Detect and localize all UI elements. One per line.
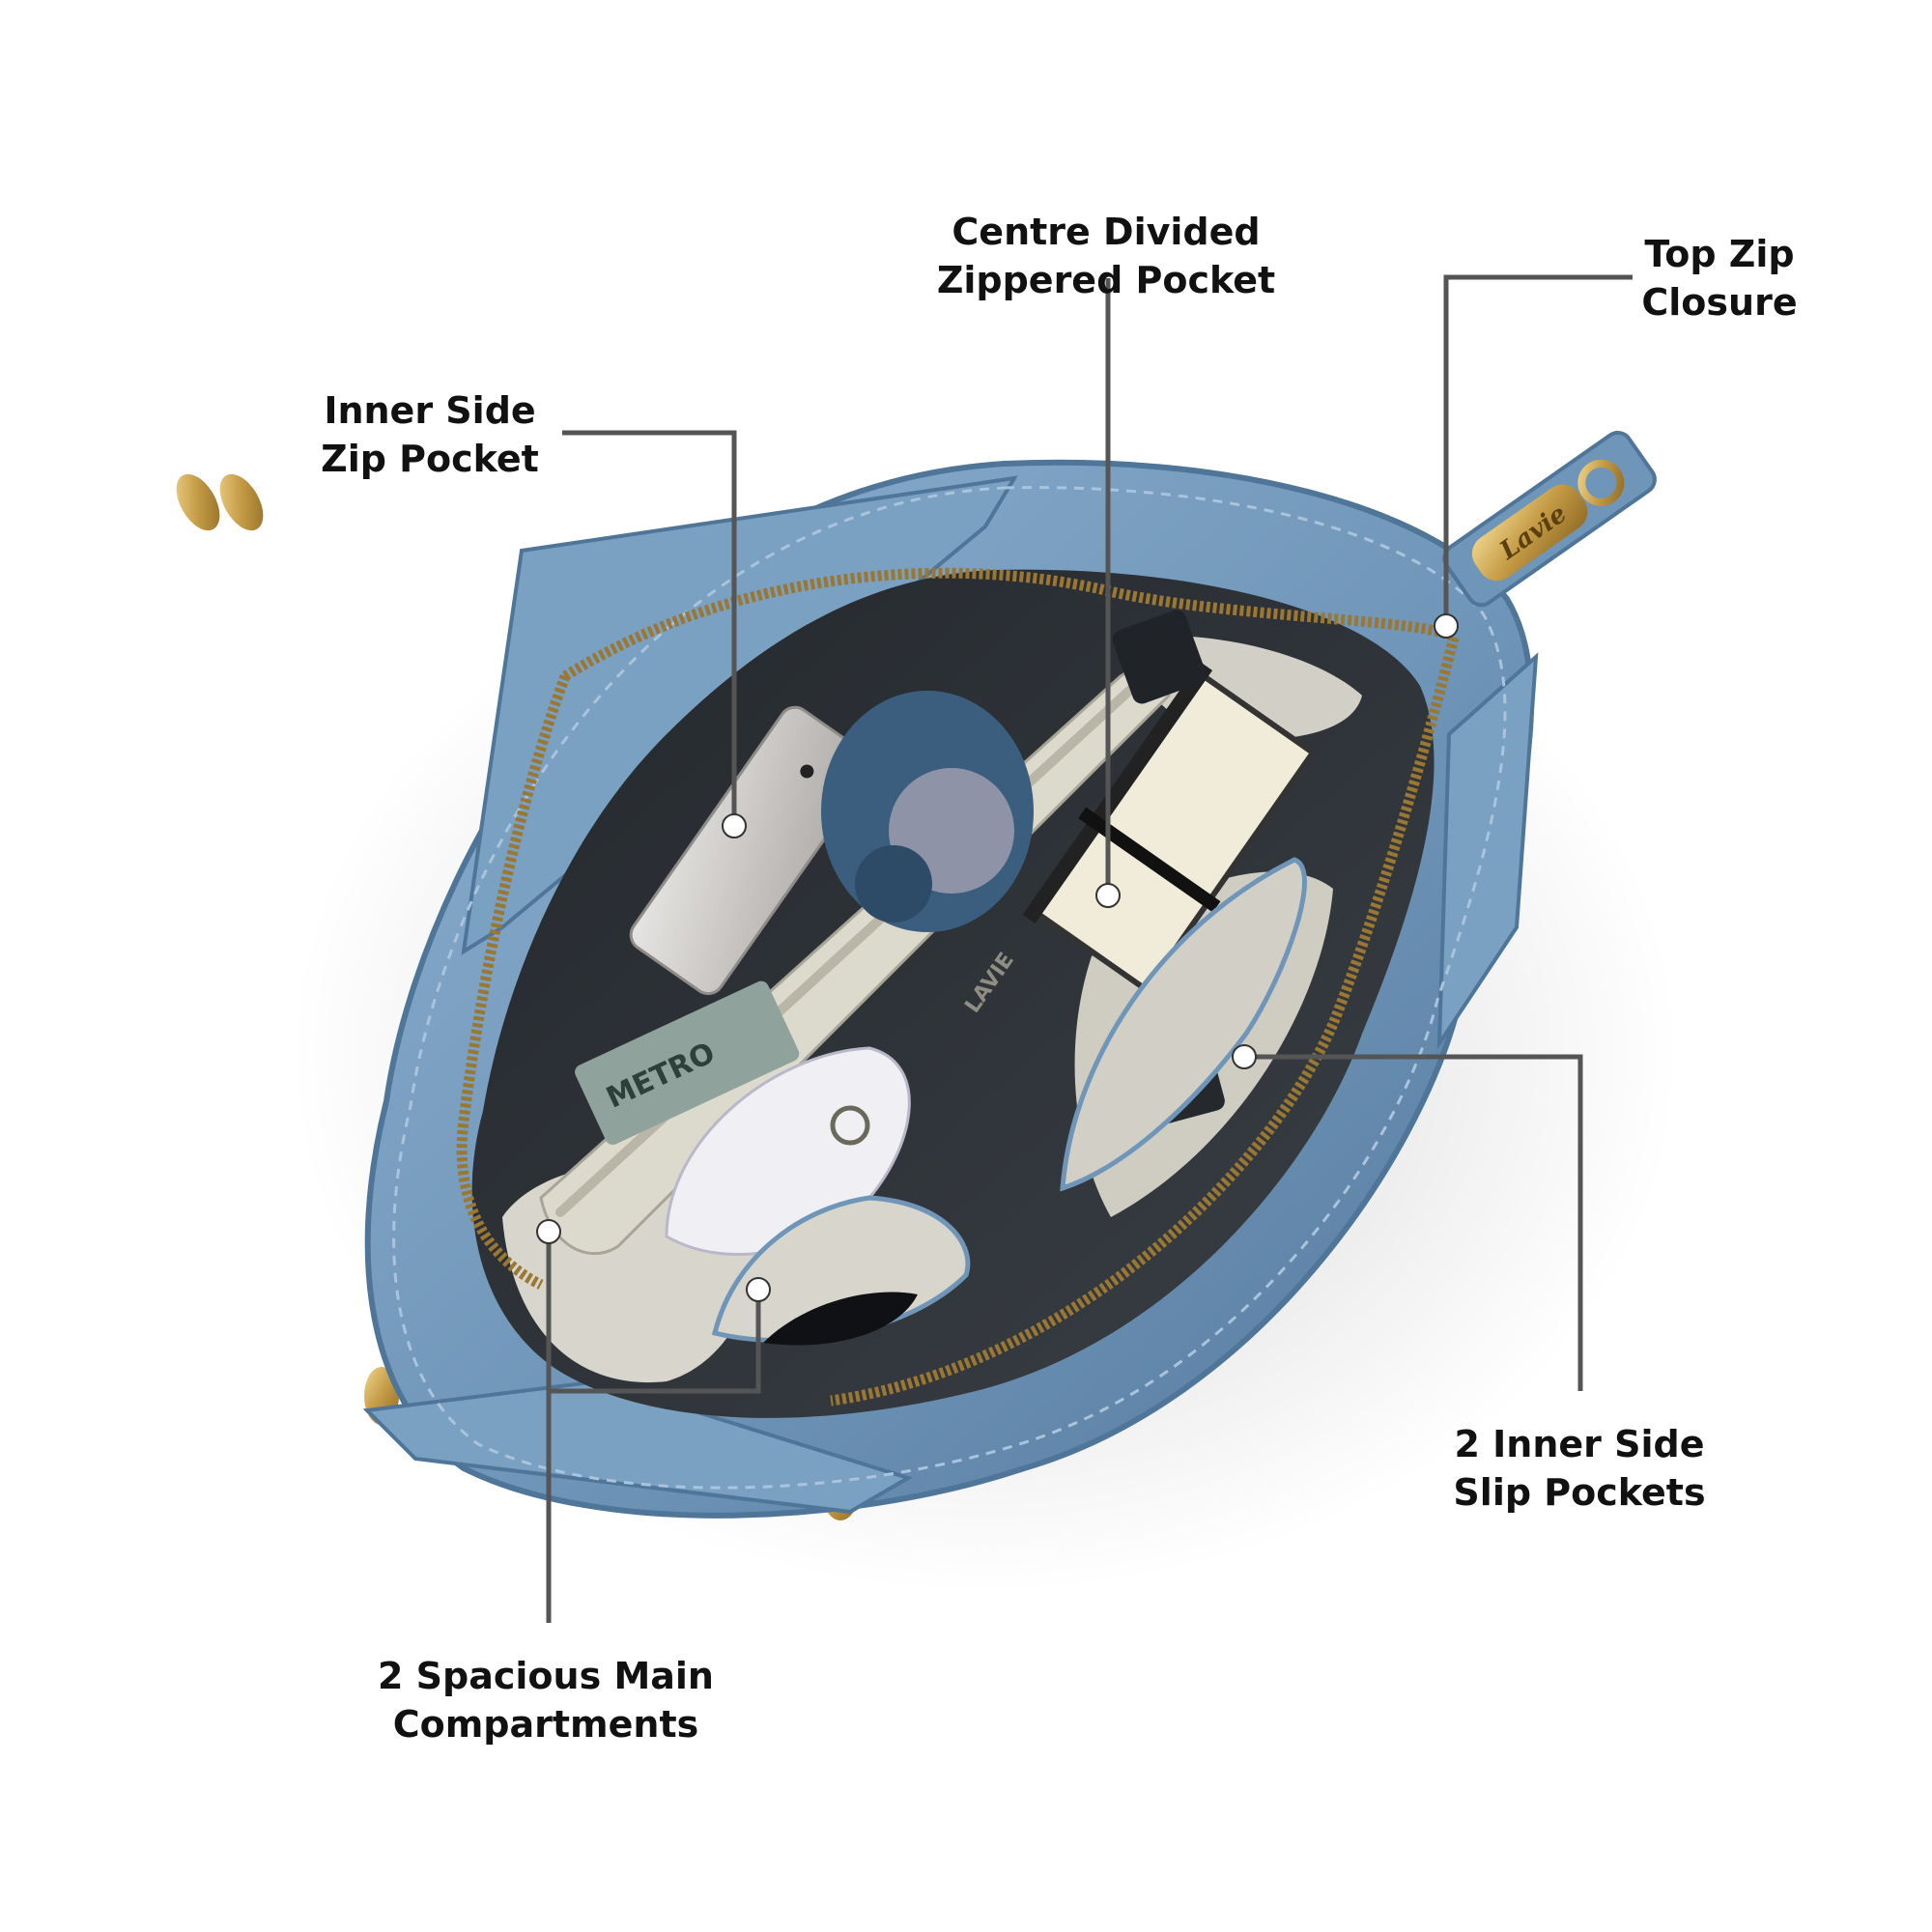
callout-line: Compartments <box>392 1703 699 1746</box>
callout-slip-pockets: 2 Inner Side Slip Pockets <box>1449 1420 1710 1517</box>
callout-line: Centre Divided <box>952 211 1261 253</box>
stitching <box>392 486 1507 1490</box>
callout-line: Inner Side <box>324 389 536 432</box>
right-side-flap <box>1436 652 1539 1050</box>
sunglasses <box>763 1292 918 1346</box>
callout-inner-side-zip: Inner Side Zip Pocket <box>309 386 551 483</box>
dot-top-zip <box>1434 613 1459 639</box>
callout-main-compartments: 2 Spacious Main Compartments <box>367 1652 724 1748</box>
notebook <box>1022 661 1318 995</box>
key-ring <box>830 1105 870 1146</box>
leader-inner-side-zip <box>562 430 737 826</box>
dot-centre-divided <box>1095 883 1121 908</box>
card: METRO <box>575 980 800 1145</box>
callout-line: 2 Inner Side <box>1454 1423 1705 1465</box>
dot-main-compartment-1 <box>536 1219 561 1244</box>
dot-main-compartment-2 <box>746 1277 771 1302</box>
bottom-side-flap <box>362 1378 913 1515</box>
leader-main-compartments-branch <box>549 1290 761 1394</box>
callout-top-zip: Top Zip Closure <box>1633 230 1806 327</box>
callout-line: Slip Pockets <box>1453 1471 1706 1514</box>
callout-line: Zip Pocket <box>321 438 539 480</box>
callout-line: Top Zip <box>1644 233 1795 275</box>
leader-top-zip <box>1443 274 1633 626</box>
main-zipper <box>562 567 1458 681</box>
dot-inner-side-zip <box>722 813 747 838</box>
dot-slip-pockets <box>1232 1044 1257 1069</box>
phone <box>629 705 874 996</box>
callout-line: 2 Spacious Main <box>378 1655 714 1697</box>
main-zipper-right <box>830 636 1460 1406</box>
callout-centre-divided: Centre Divided Zippered Pocket <box>903 208 1309 304</box>
main-zipper-left <box>456 674 571 1290</box>
zipper-pull-tab: Lavie <box>1442 430 1657 608</box>
callout-line: Closure <box>1641 281 1798 324</box>
leader-slip-pockets <box>1244 1054 1583 1391</box>
callout-line: Zippered Pocket <box>936 259 1276 301</box>
slip-pocket-upper <box>1060 857 1307 1192</box>
cube-top <box>1112 610 1207 704</box>
compact-case <box>821 691 1034 932</box>
